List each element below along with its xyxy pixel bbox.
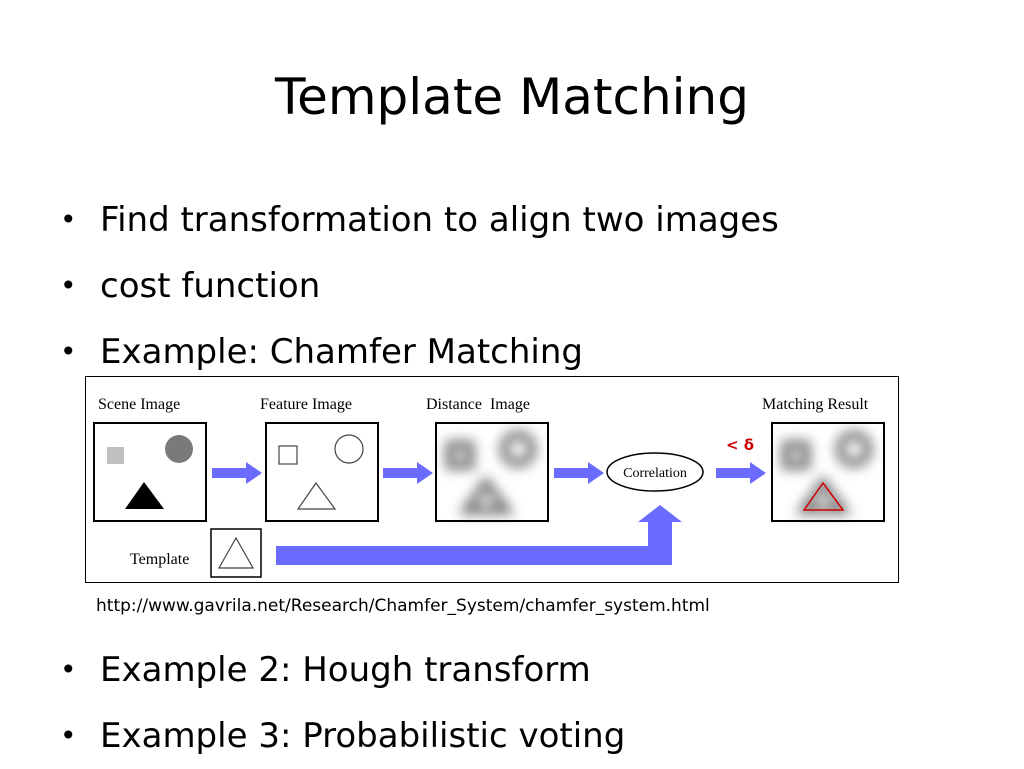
source-url: http://www.gavrila.net/Research/Chamfer_… bbox=[96, 596, 710, 616]
bullet-item: • Find transformation to align two images bbox=[60, 187, 779, 253]
template-image bbox=[210, 528, 262, 578]
template-label: Template bbox=[130, 551, 189, 568]
distance-image-label: Distance Image bbox=[426, 396, 530, 413]
feature-image-label: Feature Image bbox=[260, 396, 352, 413]
triangle-outline bbox=[296, 481, 337, 510]
bullet-text: cost function bbox=[100, 266, 321, 306]
bullet-dot: • bbox=[60, 719, 77, 752]
diagram-canvas: Scene Image Feature Image Distance Image… bbox=[93, 396, 885, 578]
feature-image bbox=[265, 422, 379, 522]
circle-outline bbox=[334, 434, 364, 464]
bullet-item: • Example 3: Probabilistic voting bbox=[60, 703, 625, 769]
template-triangle bbox=[217, 536, 255, 569]
matched-triangle bbox=[802, 481, 845, 511]
circle-shape bbox=[165, 435, 193, 463]
flow-arrows bbox=[212, 462, 766, 565]
square-shape bbox=[107, 447, 124, 464]
threshold-label: < δ bbox=[726, 436, 754, 454]
correlation-node: Correlation bbox=[606, 452, 704, 492]
triangle-shape bbox=[125, 482, 164, 509]
correlation-label: Correlation bbox=[623, 466, 687, 481]
bullet-dot: • bbox=[60, 653, 77, 686]
bullet-list-2: • Example 2: Hough transform • Example 3: … bbox=[60, 637, 625, 769]
bullet-item: • Example 2: Hough transform bbox=[60, 637, 625, 703]
scene-image-label: Scene Image bbox=[98, 396, 180, 413]
bullet-text: Find transformation to align two images bbox=[100, 200, 779, 240]
bullet-dot: • bbox=[60, 335, 77, 368]
matching-result-image bbox=[771, 422, 885, 522]
bullet-text: Example 3: Probabilistic voting bbox=[100, 716, 626, 756]
bullet-dot: • bbox=[60, 269, 77, 302]
bullet-text: Example 2: Hough transform bbox=[100, 650, 591, 690]
arrow-icon bbox=[383, 462, 433, 484]
square-outline bbox=[278, 445, 298, 465]
bullet-text: Example: Chamfer Matching bbox=[100, 332, 584, 372]
bullet-list: • Find transformation to align two images… bbox=[60, 187, 779, 385]
slide-title: Template Matching bbox=[275, 68, 749, 126]
chamfer-matching-diagram: Scene Image Feature Image Distance Image… bbox=[85, 376, 899, 583]
arrow-icon bbox=[554, 462, 604, 484]
distance-image bbox=[435, 422, 549, 522]
template-arrow-icon bbox=[276, 505, 682, 565]
bullet-dot: • bbox=[60, 203, 77, 236]
matching-result-label: Matching Result bbox=[762, 396, 869, 413]
arrow-icon bbox=[212, 462, 262, 484]
bullet-item: • cost function bbox=[60, 253, 779, 319]
arrow-icon bbox=[716, 462, 766, 484]
scene-image bbox=[93, 422, 207, 522]
bullet-item: • Example: Chamfer Matching bbox=[60, 319, 779, 385]
